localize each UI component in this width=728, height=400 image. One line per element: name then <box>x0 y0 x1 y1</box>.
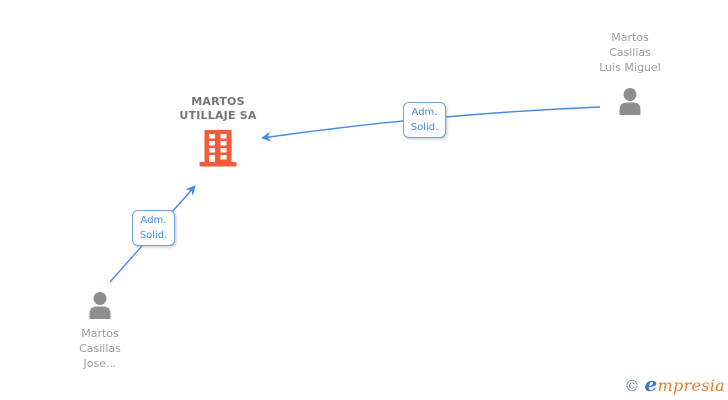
person-icon <box>617 87 643 115</box>
brand-name: empresia <box>644 372 725 396</box>
person-name: Martos Casillas Jose... <box>79 327 121 370</box>
brand-initial: e <box>644 372 658 396</box>
relationship-label-adm-solid-left: Adm. Solid. <box>132 210 175 246</box>
company-node-martos-utillaje[interactable]: MARTOS UTILLAJE SA <box>158 95 278 171</box>
person-name: Martos Casillas Luis Miguel <box>599 31 661 74</box>
copyright-icon: © <box>624 377 640 395</box>
relationship-label-adm-solid-right: Adm. Solid. <box>403 102 446 138</box>
person-icon <box>87 291 113 319</box>
person-node-luis-miguel[interactable]: Martos Casillas Luis Miguel <box>578 30 682 115</box>
building-icon <box>158 130 278 171</box>
empresia-watermark-logo[interactable]: © empresia <box>624 372 725 396</box>
person-node-jose[interactable]: Martos Casillas Jose... <box>48 291 152 371</box>
brand-rest: mpresia <box>657 376 725 395</box>
company-name: MARTOS UTILLAJE SA <box>179 95 257 122</box>
